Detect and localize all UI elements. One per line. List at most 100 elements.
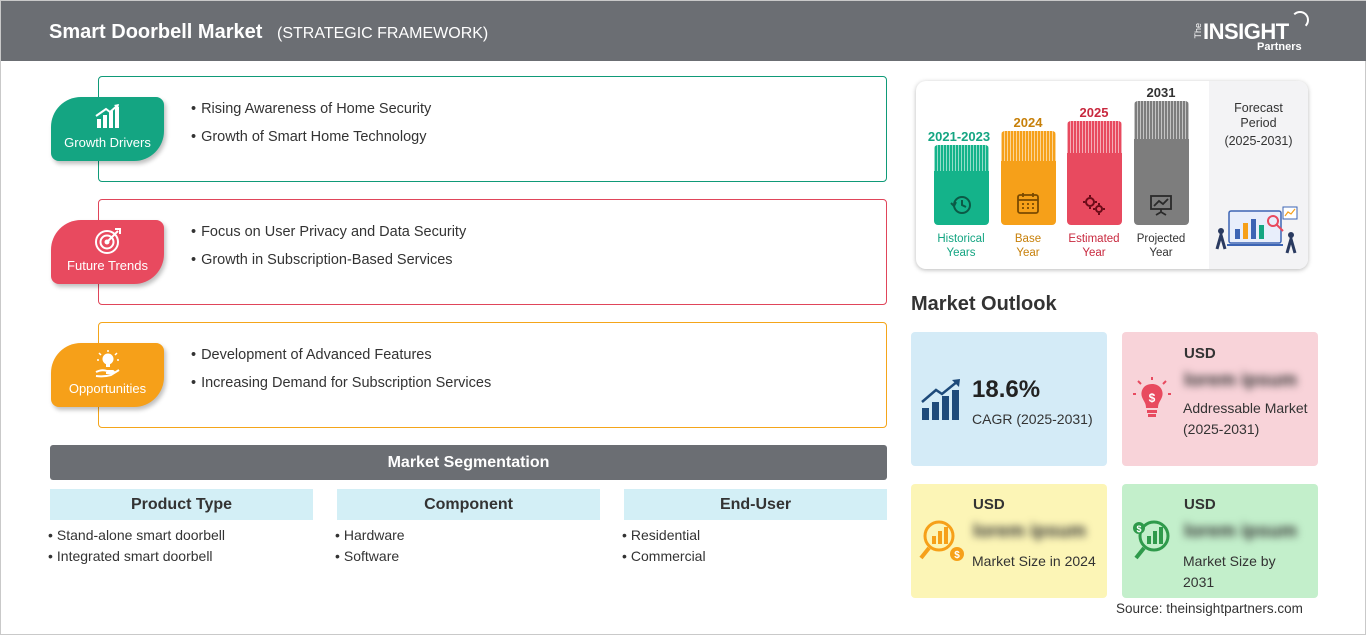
opportunities-list: Development of Advanced Features Increas… <box>191 341 491 397</box>
size-2031-label: Market Size by 2031 <box>1183 553 1276 590</box>
list-item: Integrated smart doorbell <box>48 546 225 567</box>
calendar-icon <box>1017 193 1039 214</box>
period-label-line1: Historical <box>937 233 985 245</box>
header-bar: Smart Doorbell Market (STRATEGIC FRAMEWO… <box>1 1 1366 61</box>
list-item: Hardware <box>335 525 405 546</box>
list-item: Increasing Demand for Subscription Servi… <box>191 369 491 397</box>
future-trends-box: Focus on User Privacy and Data Security … <box>98 199 887 305</box>
svg-text:$: $ <box>1149 391 1156 405</box>
period-label-line2: Years <box>946 247 976 259</box>
bar-stripes <box>934 145 989 171</box>
logo-insight-text: INSIGHT <box>1203 19 1289 44</box>
period-label-line1: Estimated <box>1068 233 1120 245</box>
timeline-card: 2021-2023 Historical Years 2024 Base <box>916 81 1308 269</box>
period-label-line1: Base <box>1014 233 1042 245</box>
period-year-projected: 2031 <box>1146 85 1176 100</box>
segment-heading-end-user: End-User <box>624 489 887 520</box>
addressable-label: Addressable Market (2025-2031) <box>1183 400 1308 437</box>
period-bar-historical <box>934 145 989 225</box>
growth-drivers-badge: Growth Drivers <box>51 97 164 161</box>
list-item: Focus on User Privacy and Data Security <box>191 218 466 246</box>
period-label-line2: Year <box>1082 247 1106 259</box>
period-label-line1: Projected <box>1136 233 1186 245</box>
opportunities-box: Development of Advanced Features Increas… <box>98 322 887 428</box>
cagr-value: 18.6% <box>972 376 1041 403</box>
logo-the-text: The <box>1193 23 1203 39</box>
segment-heading-product-type: Product Type <box>50 489 313 520</box>
analytics-team-illustration-icon <box>1215 206 1298 254</box>
size-2024-value-blurred: lorem ipsum <box>973 521 1086 542</box>
size-2031-currency: USD <box>1184 496 1216 513</box>
list-item: Growth in Subscription-Based Services <box>191 246 466 274</box>
period-bar-estimated <box>1067 121 1122 225</box>
addressable-currency: USD <box>1184 345 1216 362</box>
segment-list-end-user: Residential Commercial <box>622 525 706 567</box>
target-icon <box>95 228 121 254</box>
growth-drivers-list: Rising Awareness of Home Security Growth… <box>191 95 431 151</box>
period-year-base: 2024 <box>1013 115 1043 130</box>
period-label-base: Base Year <box>988 232 1068 260</box>
list-item: Software <box>335 546 405 567</box>
period-label-projected: Projected Year <box>1121 232 1201 260</box>
growth-drivers-label: Growth Drivers <box>64 135 151 150</box>
period-bar-base <box>1001 131 1056 225</box>
list-item: Development of Advanced Features <box>191 341 491 369</box>
logo-partners-text: Partners <box>1257 41 1302 53</box>
growth-drivers-box: Rising Awareness of Home Security Growth… <box>98 76 887 182</box>
period-label-estimated: Estimated Year <box>1054 232 1134 260</box>
period-label-historical: Historical Years <box>921 232 1001 260</box>
svg-text:$: $ <box>954 550 960 561</box>
insight-partners-logo[interactable]: The INSIGHT Partners <box>1191 11 1311 55</box>
list-item: Stand-alone smart doorbell <box>48 525 225 546</box>
market-outlook-title: Market Outlook <box>911 293 1057 315</box>
period-label-line2: Year <box>1016 247 1040 259</box>
addressable-market-card: $ USD lorem ipsum Addressable Market (20… <box>1122 332 1318 466</box>
bar-stripes <box>1067 121 1122 153</box>
period-year-estimated: 2025 <box>1079 105 1109 120</box>
forecast-label-line3: (2025-2031) <box>1224 134 1293 148</box>
lightbulb-dollar-icon: $ <box>1133 377 1171 417</box>
market-size-2024-card: $ USD lorem ipsum Market Size in 2024 <box>911 484 1107 598</box>
period-bar-projected <box>1134 101 1189 225</box>
opportunities-label: Opportunities <box>68 381 147 396</box>
list-item: Growth of Smart Home Technology <box>191 123 431 151</box>
future-trends-badge: Future Trends <box>51 220 164 284</box>
list-item: Commercial <box>622 546 706 567</box>
bar-stripes <box>1001 131 1056 161</box>
presentation-chart-icon <box>1150 195 1172 216</box>
svg-text:$: $ <box>1136 524 1141 534</box>
future-trends-label: Future Trends <box>67 258 148 273</box>
lightbulb-hand-icon <box>95 350 120 378</box>
list-item: Rising Awareness of Home Security <box>191 95 431 123</box>
magnifier-chart-dollar-icon: $ <box>1133 520 1170 560</box>
segment-heading-component: Component <box>337 489 600 520</box>
page-title: Smart Doorbell Market <box>49 21 263 43</box>
forecast-label-line2: Period <box>1240 116 1277 130</box>
list-item: Residential <box>622 525 706 546</box>
page-subtitle: (STRATEGIC FRAMEWORK) <box>277 25 489 42</box>
segmentation-title: Market Segmentation <box>50 445 887 480</box>
cagr-card: 18.6% CAGR (2025-2031) <box>911 332 1107 466</box>
future-trends-list: Focus on User Privacy and Data Security … <box>191 218 466 274</box>
forecast-label-line1: Forecast <box>1234 101 1283 115</box>
segment-list-product-type: Stand-alone smart doorbell Integrated sm… <box>48 525 225 567</box>
market-size-2031-card: $ USD lorem ipsum Market Size by 2031 <box>1122 484 1318 598</box>
cagr-label: CAGR (2025-2031) <box>972 411 1093 427</box>
gears-icon <box>1083 195 1105 215</box>
bar-chart-arrow-icon <box>95 104 119 128</box>
bar-stripes <box>1134 101 1189 139</box>
magnifier-chart-dollar-icon: $ <box>919 520 964 561</box>
history-icon <box>950 196 971 214</box>
period-year-historical: 2021-2023 <box>927 129 991 144</box>
growth-chart-icon <box>921 379 960 420</box>
logo-arc-icon <box>1291 11 1309 29</box>
size-2024-label: Market Size in 2024 <box>972 553 1096 569</box>
addressable-value-blurred: lorem ipsum <box>1184 370 1297 391</box>
opportunities-badge: Opportunities <box>51 343 164 407</box>
size-2024-currency: USD <box>973 496 1005 513</box>
segment-list-component: Hardware Software <box>335 525 405 567</box>
period-label-line2: Year <box>1149 247 1173 259</box>
source-text[interactable]: Source: theinsightpartners.com <box>1116 601 1303 616</box>
size-2031-value-blurred: lorem ipsum <box>1184 521 1297 542</box>
